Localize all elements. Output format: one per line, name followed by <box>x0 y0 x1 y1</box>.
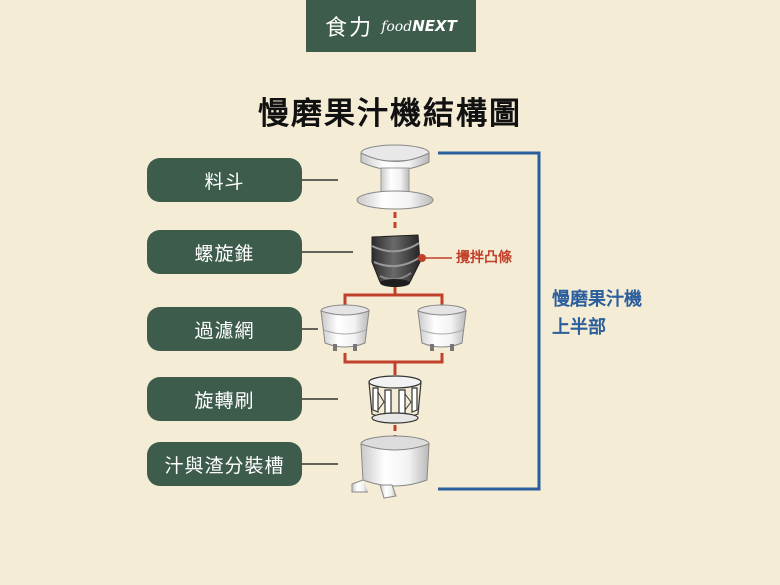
rotating-brush-illustration <box>368 375 422 424</box>
brand-logo: 食力 foodNEXT <box>306 0 476 52</box>
stirring-ridge-callout-line <box>418 254 452 262</box>
hopper-illustration <box>356 144 434 210</box>
label-auger: 螺旋錐 <box>147 230 302 274</box>
stirring-ridge-label: 攪拌凸條 <box>456 250 512 266</box>
brand-english: foodNEXT <box>381 17 457 35</box>
leader-lines <box>302 179 353 465</box>
diagram-title: 慢磨果汁機結構圖 <box>258 96 522 132</box>
filter-basket-left <box>320 304 370 351</box>
label-filter: 過濾網 <box>147 307 302 351</box>
label-rotating-brush: 旋轉刷 <box>147 377 302 421</box>
upper-section-bracket <box>438 151 541 491</box>
auger-illustration <box>371 234 421 287</box>
juice-pulp-chamber-illustration <box>351 435 430 499</box>
filter-basket-right <box>417 304 467 351</box>
label-juice-pulp-chamber: 汁與渣分裝槽 <box>147 442 302 486</box>
brand-chinese: 食力 <box>325 16 374 41</box>
upper-section-label: 慢磨果汁機 上半部 <box>552 286 642 342</box>
upper-section-label-line1: 慢磨果汁機 <box>552 289 642 310</box>
label-hopper: 料斗 <box>147 158 302 202</box>
upper-section-label-line2: 上半部 <box>552 317 606 338</box>
